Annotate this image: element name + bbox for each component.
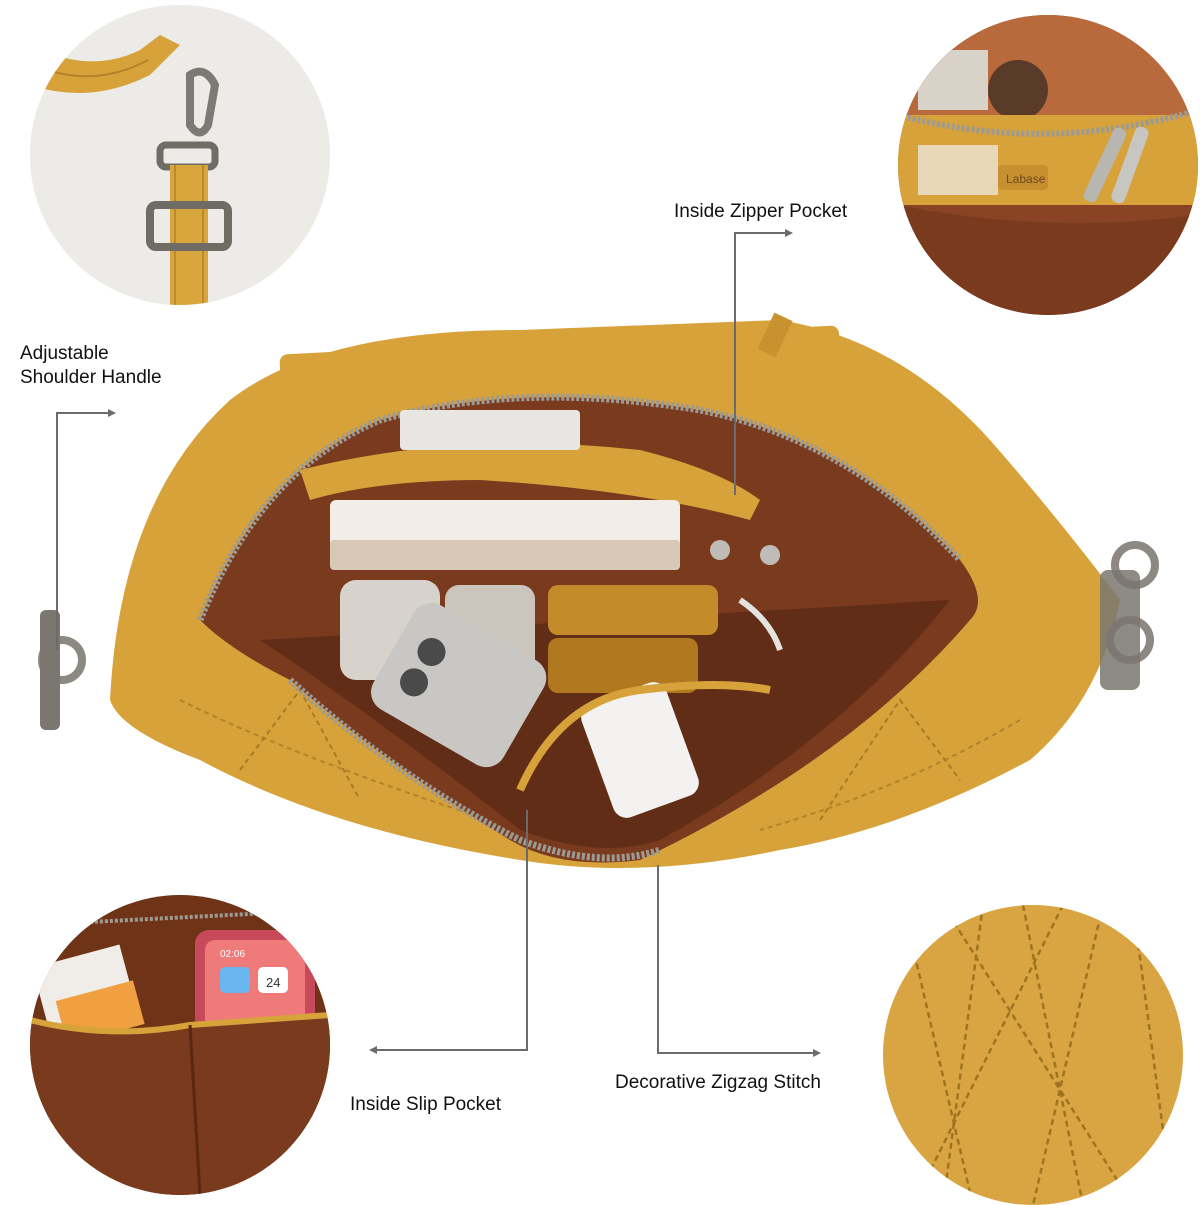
zigzag-stitch-label: Decorative Zigzag Stitch — [615, 1072, 821, 1093]
detail-slip-pocket-circle: 02:06 24 — [30, 895, 330, 1195]
zipper-pocket-photo: Labase — [898, 15, 1198, 315]
slip-pocket-leader — [375, 810, 528, 1051]
phone-date-text: 24 — [266, 975, 280, 990]
zipper-pocket-leader — [734, 232, 787, 495]
detail-zigzag-stitch-circle — [883, 905, 1183, 1205]
detail-strap-circle — [30, 5, 330, 305]
brand-tag-text: Labase — [1006, 172, 1046, 186]
arrowhead — [785, 229, 793, 237]
detail-zipper-pocket-circle: Labase — [898, 15, 1198, 315]
zigzag-stitch-photo — [883, 905, 1183, 1205]
phone-time-text: 02:06 — [220, 949, 245, 960]
shoulder-handle-leader — [56, 412, 110, 650]
shoulder-handle-label: Adjustable Shoulder Handle — [20, 343, 162, 388]
slip-pocket-photo: 02:06 24 — [30, 895, 330, 1195]
zigzag-stitch-leader — [657, 865, 815, 1054]
arrowhead — [369, 1046, 377, 1054]
arrowhead — [813, 1049, 821, 1057]
arrowhead — [108, 409, 116, 417]
slip-pocket-label: Inside Slip Pocket — [350, 1094, 502, 1115]
zipper-pocket-label: Inside Zipper Pocket — [674, 201, 848, 222]
strap-photo — [30, 5, 330, 305]
